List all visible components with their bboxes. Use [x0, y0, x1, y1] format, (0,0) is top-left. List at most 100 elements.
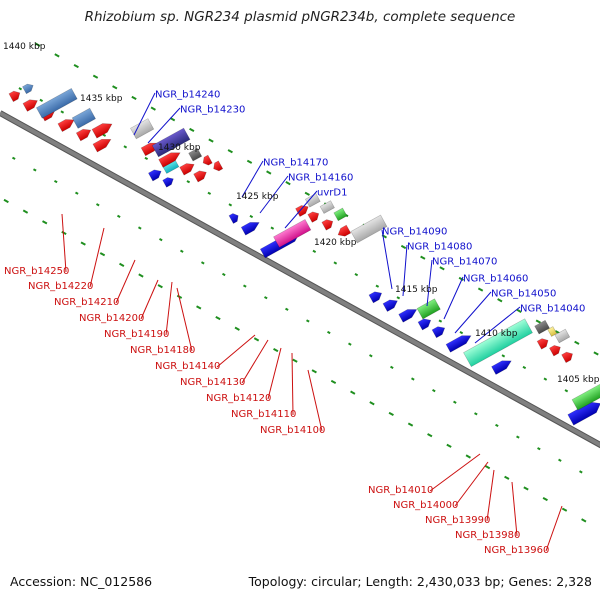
scale-tick [73, 63, 79, 69]
scale-tick [400, 244, 407, 250]
gene-arrow [22, 83, 34, 95]
scale-tick [564, 389, 569, 393]
scale-tick [453, 400, 457, 404]
scale-tick [522, 365, 527, 370]
scale-tick [593, 351, 599, 356]
scale-tick [304, 191, 310, 196]
accession-text: Accession: NC_012586 [10, 574, 153, 589]
gene-label-reverse: NGR_b14100 [260, 425, 325, 436]
scale-tick [61, 230, 67, 236]
scale-tick [11, 156, 16, 160]
gene-arrow [213, 160, 224, 172]
scale-tick [80, 241, 86, 246]
scale-tick [369, 401, 375, 406]
scale-tick [35, 42, 41, 47]
scale-tick [196, 305, 202, 310]
scale-tick [501, 354, 506, 358]
gene-label-reverse: NGR_b14000 [393, 500, 458, 511]
gene-arrow [202, 154, 213, 166]
scale-tick [477, 287, 484, 292]
gene-label-forward: NGR_b14060 [463, 273, 528, 284]
scale-tick [306, 319, 310, 323]
scale-tick [157, 284, 163, 289]
gene-arrow [350, 214, 388, 244]
leader-line [443, 276, 464, 320]
gene-label-reverse: NGR_b14210 [54, 297, 119, 308]
gene-arrow [240, 222, 260, 236]
scale-label: 1415 kbp [395, 285, 438, 295]
gene-label-reverse: NGR_b13960 [484, 545, 549, 556]
scale-tick [327, 330, 331, 335]
scale-tick [390, 365, 394, 369]
gene-label-reverse: NGR_b14110 [231, 409, 296, 420]
scale-tick [561, 507, 568, 512]
scale-tick [330, 379, 337, 385]
gene-arrow [130, 118, 155, 140]
gene-arrow [148, 169, 162, 182]
scale-tick [186, 180, 191, 184]
scale-tick [270, 226, 275, 230]
gene-label-reverse: NGR_b14180 [130, 345, 195, 356]
leader-line [511, 481, 518, 537]
scale-tick [60, 110, 65, 114]
gene-arrow [158, 152, 181, 168]
scale-tick [558, 458, 562, 462]
leader-line [267, 347, 282, 400]
scale-label: 1420 kbp [314, 238, 357, 248]
gene-arrow [188, 147, 203, 162]
scale-tick [117, 214, 121, 218]
scale-tick [458, 276, 464, 282]
gene-arrow [333, 207, 348, 222]
scale-tick [123, 145, 128, 149]
scale-label: 1425 kbp [236, 192, 279, 202]
gene-arrow [547, 326, 558, 337]
gene-arrow [337, 224, 352, 237]
scale-tick [523, 486, 529, 491]
gene-features [8, 83, 600, 426]
scale-tick [312, 249, 317, 253]
scale-tick [119, 262, 125, 267]
scale-tick [228, 203, 233, 207]
scale-tick [348, 342, 352, 346]
scale-label: 1440 kbp [3, 42, 46, 52]
scale-label: 1430 kbp [158, 143, 201, 153]
scale-tick [32, 168, 37, 172]
gene-arrow [307, 211, 320, 223]
gene-arrow [431, 326, 446, 339]
scale-tick [150, 106, 156, 111]
scale-tick [474, 412, 478, 416]
scale-tick [350, 390, 356, 395]
gene-arrow [463, 318, 533, 368]
scale-tick [222, 272, 226, 277]
gene-arrow [193, 170, 207, 183]
gene-arrow [368, 291, 383, 304]
gene-arrow [382, 299, 398, 312]
label-leader-lines [61, 92, 563, 552]
scale-tick [535, 319, 541, 324]
scale-tick [243, 284, 247, 288]
gene-label-forward: NGR_b14070 [432, 256, 497, 267]
scale-tick [92, 74, 99, 79]
gene-arrow [549, 345, 561, 357]
gene-label-forward: NGR_b14080 [407, 241, 472, 252]
gene-label-forward: uvrD1 [317, 187, 347, 198]
scale-tick [497, 298, 503, 303]
scale-tick [375, 284, 380, 288]
leader-line [381, 229, 393, 290]
gene-label-forward: NGR_b14230 [180, 104, 245, 115]
leader-line [133, 92, 156, 136]
scale-tick [102, 133, 107, 137]
scale-tick [227, 149, 233, 154]
scale-tick [543, 377, 548, 381]
scale-tick [388, 411, 394, 416]
scale-tick [427, 433, 433, 438]
gene-label-forward: NGR_b14050 [491, 288, 556, 299]
gene-label-reverse: NGR_b14220 [28, 281, 93, 292]
scale-tick [53, 179, 58, 184]
scale-tick [333, 261, 338, 265]
gene-label-reverse: NGR_b14130 [180, 377, 245, 388]
scale-tick [285, 307, 289, 311]
leader-line [176, 287, 193, 352]
gene-arrow [295, 205, 309, 217]
